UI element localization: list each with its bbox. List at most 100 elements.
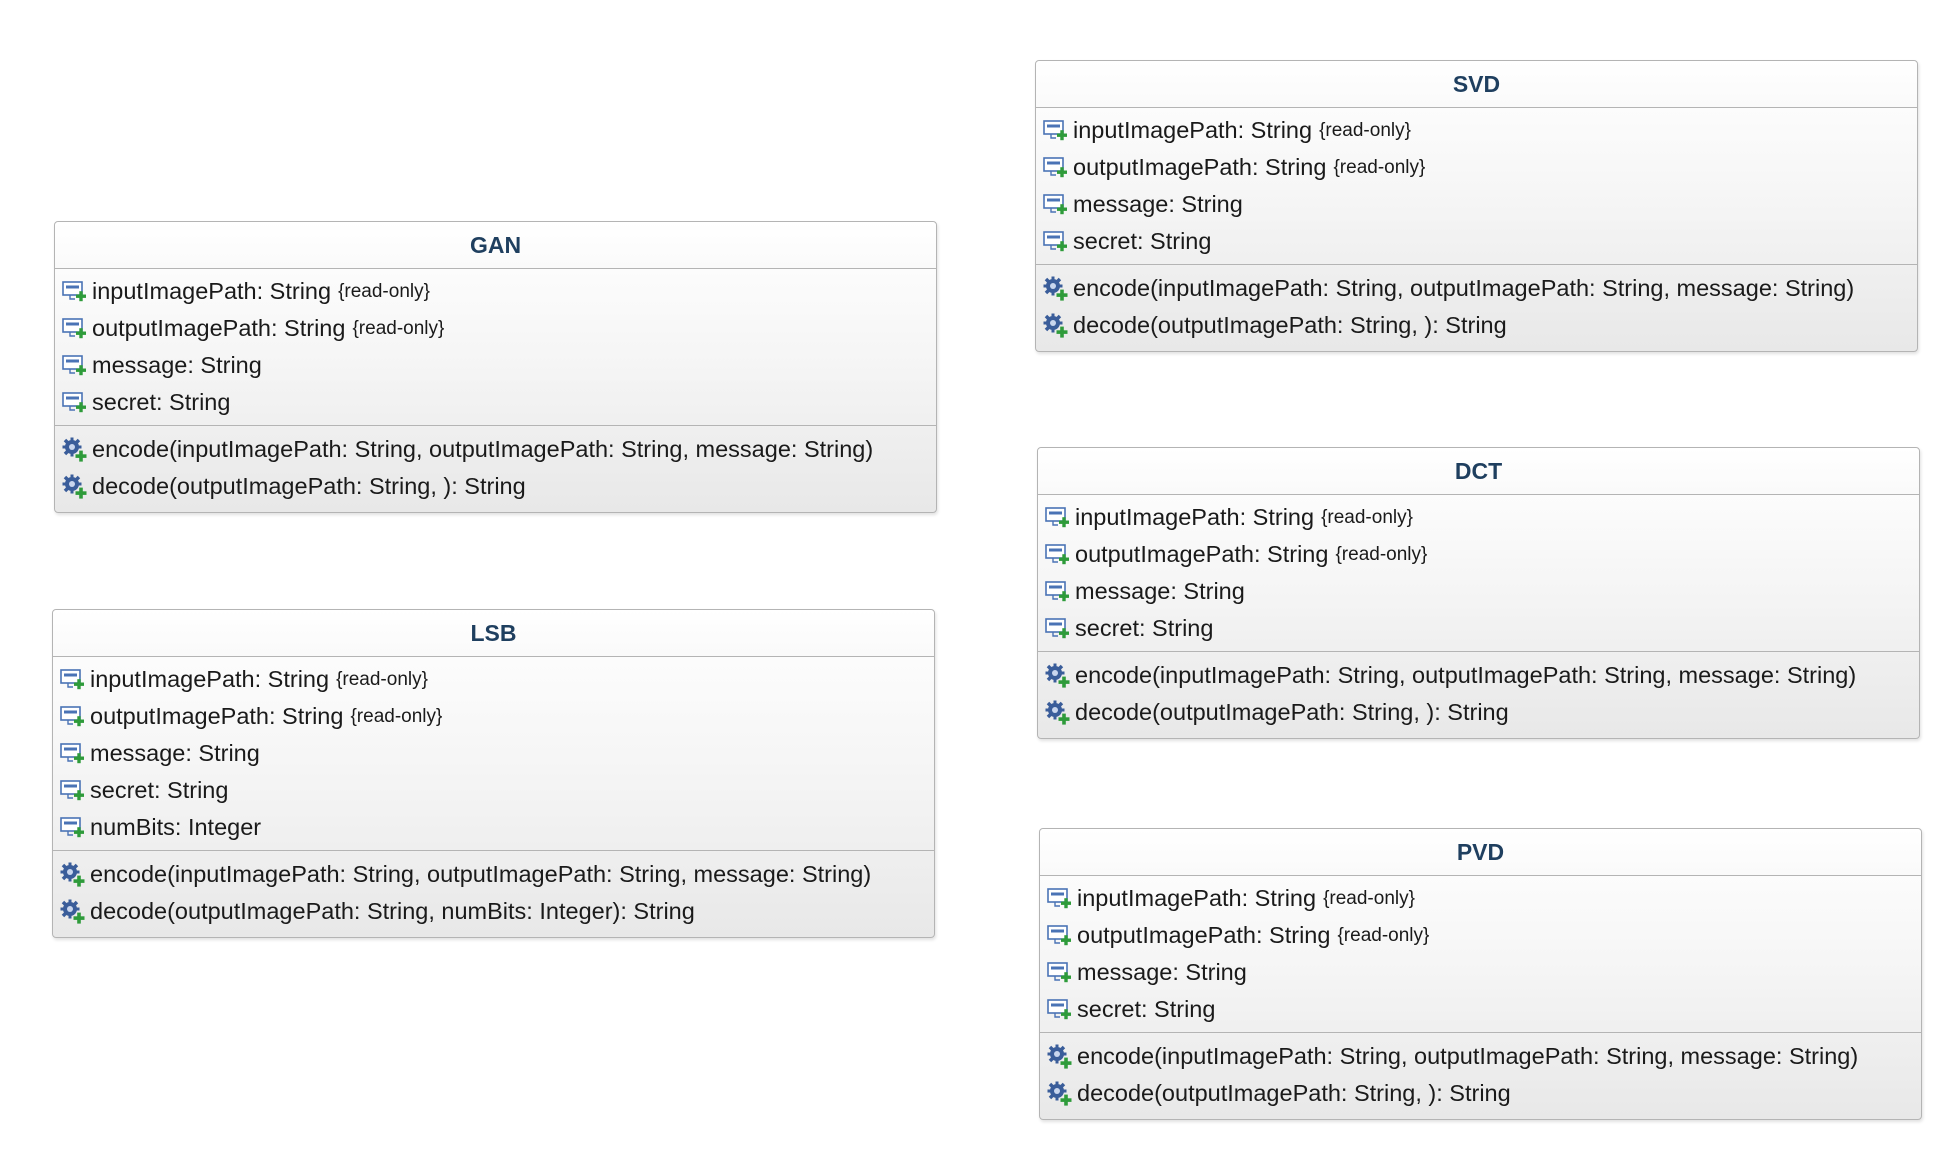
- attribute-row[interactable]: message: String: [1036, 186, 1917, 223]
- operation-label: encode(inputImagePath: String, outputIma…: [92, 436, 874, 462]
- operation-row[interactable]: decode(outputImagePath: String, ): Strin…: [1038, 694, 1919, 731]
- attribute-row[interactable]: message: String: [55, 347, 936, 384]
- operations-compartment: encode(inputImagePath: String, outputIma…: [1036, 264, 1917, 351]
- attribute-row[interactable]: inputImagePath: String {read-only}: [53, 661, 934, 698]
- attribute-label: outputImagePath: String: [1073, 154, 1327, 180]
- attribute-label: secret: String: [92, 389, 231, 415]
- operation-label: encode(inputImagePath: String, outputIma…: [1077, 1043, 1859, 1069]
- attribute-icon: [59, 777, 87, 805]
- attribute-label: inputImagePath: String: [92, 278, 332, 304]
- operation-label: decode(outputImagePath: String, ): Strin…: [1075, 699, 1509, 725]
- operations-compartment: encode(inputImagePath: String, outputIma…: [1040, 1032, 1921, 1119]
- attribute-row[interactable]: outputImagePath: String {read-only}: [53, 698, 934, 735]
- attribute-icon: [59, 740, 87, 768]
- attribute-row[interactable]: inputImagePath: String{read-only}: [1038, 499, 1919, 536]
- attribute-icon: [1046, 996, 1074, 1024]
- operation-row[interactable]: decode(outputImagePath: String, numBits:…: [53, 893, 934, 930]
- operation-row[interactable]: decode(outputImagePath: String, ): Strin…: [1040, 1075, 1921, 1112]
- attribute-icon: [59, 814, 87, 842]
- operation-row[interactable]: encode(inputImagePath: String, outputIma…: [1038, 657, 1919, 694]
- attribute-modifier: {read-only}: [336, 668, 428, 690]
- attribute-label: inputImagePath: String: [1075, 504, 1315, 530]
- attribute-icon: [1046, 959, 1074, 987]
- attribute-icon: [61, 352, 89, 380]
- attributes-compartment: inputImagePath: String{read-only}outputI…: [1038, 495, 1919, 651]
- attribute-icon: [1044, 504, 1072, 532]
- attribute-label: message: String: [1075, 578, 1245, 604]
- attributes-compartment: inputImagePath: String{read-only}outputI…: [53, 657, 934, 850]
- attribute-row[interactable]: inputImagePath: String{read-only}: [1036, 112, 1917, 149]
- attribute-row[interactable]: inputImagePath: String{read-only}: [1040, 880, 1921, 917]
- operations-compartment: encode(inputImagePath: String, outputIma…: [55, 425, 936, 512]
- operation-label: encode(inputImagePath: String, outputIma…: [1073, 275, 1855, 301]
- operation-label: encode(inputImagePath: String, outputIma…: [1075, 662, 1857, 688]
- attribute-icon: [59, 666, 87, 694]
- operation-label: decode(outputImagePath: String, ): Strin…: [1077, 1080, 1511, 1106]
- operation-row[interactable]: encode(inputImagePath: String, outputIma…: [53, 856, 934, 893]
- attributes-compartment: inputImagePath: String{read-only}outputI…: [55, 269, 936, 425]
- attribute-modifier: {read-only}: [1319, 119, 1411, 141]
- class-name[interactable]: PVD: [1040, 829, 1921, 876]
- attribute-icon: [61, 278, 89, 306]
- attribute-modifier: {read-only}: [1323, 887, 1415, 909]
- attribute-label: secret: String: [90, 777, 229, 803]
- attribute-row[interactable]: outputImagePath: String{read-only}: [55, 310, 936, 347]
- operation-icon: [59, 861, 87, 889]
- operation-label: decode(outputImagePath: String, ): Strin…: [92, 473, 526, 499]
- attribute-row[interactable]: outputImagePath: String{read-only}: [1038, 536, 1919, 573]
- attribute-label: message: String: [90, 740, 260, 766]
- attribute-row[interactable]: inputImagePath: String {read-only}: [55, 273, 936, 310]
- attribute-label: numBits: Integer: [90, 814, 262, 840]
- attribute-label: secret: String: [1077, 996, 1216, 1022]
- operation-icon: [1044, 662, 1072, 690]
- attribute-modifier: {read-only}: [338, 280, 430, 302]
- operation-row[interactable]: encode(inputImagePath: String, outputIma…: [55, 431, 936, 468]
- attribute-row[interactable]: message: String: [1038, 573, 1919, 610]
- attribute-row[interactable]: message: String: [1040, 954, 1921, 991]
- attribute-label: message: String: [1073, 191, 1243, 217]
- operation-row[interactable]: decode(outputImagePath: String, ): Strin…: [55, 468, 936, 505]
- operation-label: decode(outputImagePath: String, numBits:…: [90, 898, 695, 924]
- attribute-row[interactable]: secret: String: [55, 384, 936, 421]
- class-name[interactable]: SVD: [1036, 61, 1917, 108]
- operation-row[interactable]: encode(inputImagePath: String, outputIma…: [1036, 270, 1917, 307]
- attribute-row[interactable]: secret: String: [1036, 223, 1917, 260]
- attribute-label: inputImagePath: String: [90, 666, 330, 692]
- class-name[interactable]: LSB: [53, 610, 934, 657]
- attribute-modifier: {read-only}: [352, 317, 445, 339]
- attribute-row[interactable]: message: String: [53, 735, 934, 772]
- operation-icon: [1042, 312, 1070, 340]
- attribute-icon: [1044, 615, 1072, 643]
- operations-compartment: encode(inputImagePath: String, outputIma…: [1038, 651, 1919, 738]
- attribute-icon: [1042, 191, 1070, 219]
- attribute-row[interactable]: secret: String: [1040, 991, 1921, 1028]
- operation-row[interactable]: encode(inputImagePath: String, outputIma…: [1040, 1038, 1921, 1075]
- attribute-label: outputImagePath: String: [90, 703, 344, 729]
- attribute-icon: [61, 389, 89, 417]
- attribute-row[interactable]: secret: String: [53, 772, 934, 809]
- operation-label: encode(inputImagePath: String, outputIma…: [90, 861, 872, 887]
- attribute-row[interactable]: outputImagePath: String{read-only}: [1036, 149, 1917, 186]
- attribute-label: secret: String: [1073, 228, 1212, 254]
- class-name[interactable]: GAN: [55, 222, 936, 269]
- attribute-row[interactable]: secret: String: [1038, 610, 1919, 647]
- attribute-icon: [1046, 885, 1074, 913]
- attribute-row[interactable]: numBits: Integer: [53, 809, 934, 846]
- attributes-compartment: inputImagePath: String{read-only}outputI…: [1040, 876, 1921, 1032]
- operation-icon: [61, 473, 89, 501]
- operation-row[interactable]: decode(outputImagePath: String, ): Strin…: [1036, 307, 1917, 344]
- attribute-icon: [1042, 228, 1070, 256]
- operations-compartment: encode(inputImagePath: String, outputIma…: [53, 850, 934, 937]
- attribute-label: message: String: [92, 352, 262, 378]
- attribute-icon: [59, 703, 87, 731]
- class-name[interactable]: DCT: [1038, 448, 1919, 495]
- attribute-modifier: {read-only}: [350, 705, 443, 727]
- operation-icon: [1042, 275, 1070, 303]
- attribute-row[interactable]: outputImagePath: String{read-only}: [1040, 917, 1921, 954]
- attribute-icon: [1042, 154, 1070, 182]
